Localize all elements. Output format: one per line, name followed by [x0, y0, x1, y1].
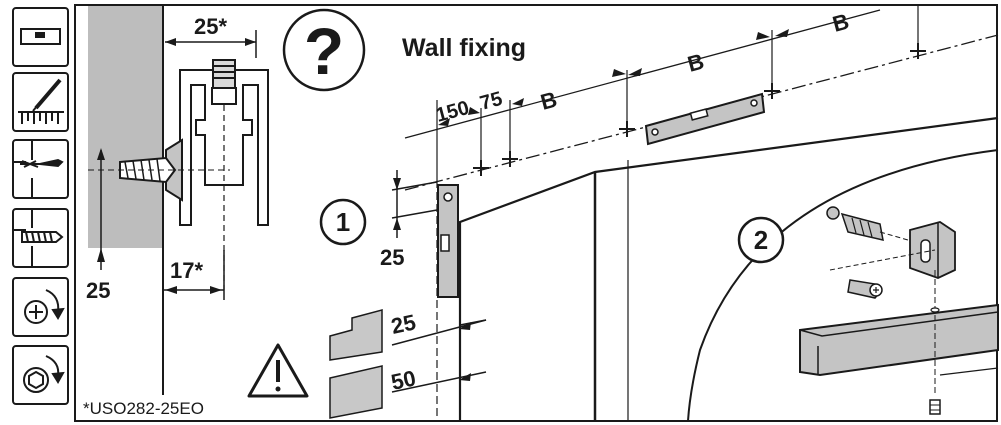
spirit-level-icon: [12, 7, 69, 67]
spirit-level: [644, 92, 766, 146]
panel-samples: 25 50: [329, 309, 487, 419]
step-1-number: 1: [336, 207, 350, 237]
step-1-badge: 1: [319, 198, 367, 246]
screwdriver-icon: [12, 277, 69, 337]
wall-section: [88, 6, 163, 248]
vertical-level: [437, 184, 459, 298]
step-2-number: 2: [754, 225, 768, 255]
dim-b-2: B: [685, 49, 707, 77]
wall-screw: [88, 138, 230, 202]
step-2-badge: [737, 216, 785, 264]
spacing-dimensions: 150 75 B B B: [434, 9, 852, 127]
help-badge: ?: [282, 8, 366, 92]
wall-plug-icon: [12, 208, 69, 268]
wall-elevation: [404, 6, 999, 421]
detail-height-label: 25: [86, 278, 110, 303]
magnified-detail: 2: [687, 149, 999, 422]
hex-wrench-icon: [12, 345, 69, 405]
drill-icon: [12, 139, 69, 199]
panel-upper-label: 25: [389, 309, 418, 339]
tool-icon-column: [12, 7, 69, 405]
question-mark-icon: ?: [304, 14, 344, 88]
top-offset-dimension: [391, 170, 438, 238]
top-offset-label: 25: [380, 245, 404, 270]
main-frame: [74, 4, 998, 422]
dim-75: 75: [478, 88, 505, 115]
detail-offset-label: 17*: [170, 258, 203, 283]
panel-lower-label: 50: [389, 365, 418, 395]
dim-b-3: B: [830, 9, 852, 37]
warning-icon: [247, 343, 309, 398]
detail-width-label: 25*: [194, 14, 227, 39]
dim-b-1: B: [538, 87, 560, 115]
pencil-mark-icon: [12, 72, 69, 132]
page-title: Wall fixing: [402, 34, 526, 62]
section-detail: 25* 25 17* *USO282-25EO: [83, 6, 269, 418]
dim-150: 150: [434, 97, 472, 127]
footnote: *USO282-25EO: [83, 399, 204, 418]
